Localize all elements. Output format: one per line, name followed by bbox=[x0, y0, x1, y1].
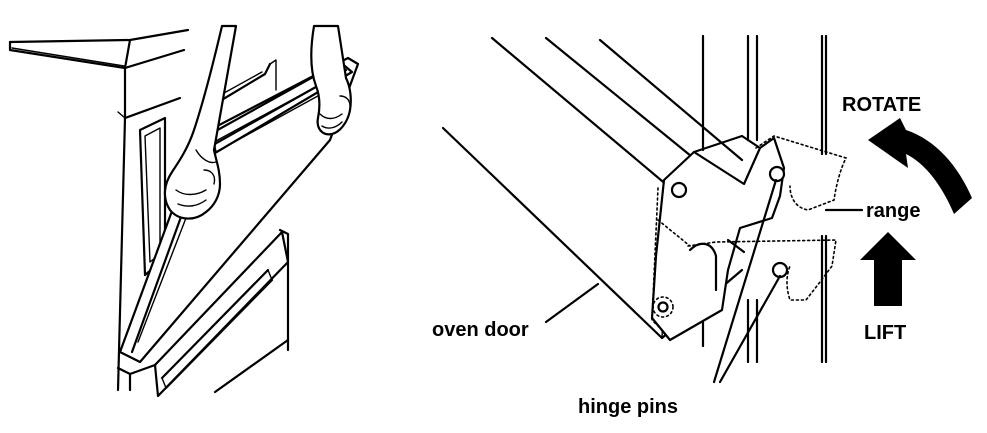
hinge-detail-illustration bbox=[441, 34, 972, 384]
oven-door-label: oven door bbox=[432, 319, 529, 341]
rotate-arrow-icon bbox=[868, 118, 972, 214]
range-cooktop bbox=[8, 28, 190, 70]
storage-drawer bbox=[153, 230, 290, 398]
hinge-rivet-lower bbox=[652, 296, 674, 318]
hinge-arm bbox=[650, 134, 786, 342]
lift-arrow-icon bbox=[860, 232, 916, 306]
leader-lines bbox=[544, 178, 864, 384]
hinge-pin-upper bbox=[768, 165, 786, 183]
right-hand bbox=[310, 24, 352, 136]
hinge-rivet-upper bbox=[670, 181, 688, 199]
hinge-pins-label: hinge pins bbox=[578, 396, 678, 418]
lift-label: LIFT bbox=[864, 322, 906, 344]
range-with-door-illustration bbox=[8, 24, 360, 398]
left-hand bbox=[163, 24, 238, 220]
hinge-bracket-hidden bbox=[651, 135, 848, 331]
rotate-label: ROTATE bbox=[842, 94, 921, 116]
range-label: range bbox=[866, 200, 920, 222]
